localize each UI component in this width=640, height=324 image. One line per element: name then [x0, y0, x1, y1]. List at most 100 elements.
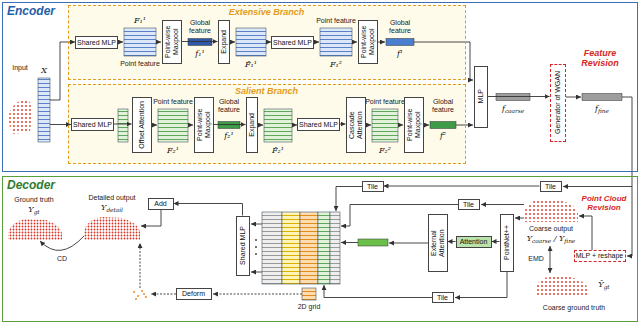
flow-arrow — [152, 125, 157, 126]
process-box: PointNet++ — [500, 214, 514, 272]
subscript: coarse — [505, 108, 524, 114]
math-symbol: f₁¹ — [195, 49, 204, 58]
feature-stack — [264, 109, 292, 142]
connector — [448, 241, 456, 242]
box-label: Expand — [220, 30, 228, 54]
box-label: Point-wise Maxpool — [196, 99, 211, 151]
connector — [384, 186, 540, 187]
math-symbol: ffine — [595, 104, 609, 113]
box-label: Shared MLP — [239, 226, 247, 265]
global-feature-bar — [496, 94, 530, 101]
subscript: fine — [564, 238, 575, 244]
dotted-arrow — [151, 294, 176, 295]
flow-arrow — [455, 272, 507, 298]
box-label: Tile — [545, 183, 556, 190]
section-title: Extensive Branch — [69, 7, 465, 17]
box-label: Shared MLP — [299, 121, 338, 128]
box-label: External Attention — [430, 216, 445, 270]
point-cloud — [8, 100, 588, 296]
subscript: coarse — [532, 238, 551, 244]
feature-stack — [302, 288, 316, 300]
section-title: Encoder — [7, 4, 633, 18]
connector — [182, 41, 218, 42]
connector — [214, 124, 246, 125]
subscript: detail — [106, 207, 123, 213]
global-feature-bar — [218, 122, 240, 129]
box-label: Point-wise Maxpool — [164, 22, 179, 62]
math-symbol: F₂¹ — [167, 146, 179, 155]
ellipsis-dots — [255, 239, 257, 255]
branch-box: Salient BranchShared MLPOffset Attention… — [68, 84, 466, 164]
feature-stack — [124, 28, 156, 56]
process-box: Point-wise Maxpool — [194, 97, 214, 153]
dotted-arrow — [140, 243, 302, 294]
feature-stack — [320, 28, 352, 56]
ellipsis-dots — [255, 239, 257, 241]
global-feature-bar — [188, 39, 622, 247]
flow-arrow — [389, 243, 428, 244]
box-label: Offset Attention — [138, 101, 146, 149]
feature-label: Global feature — [214, 98, 244, 114]
generator-box: Generator of WGAN — [550, 64, 566, 142]
feature-stack — [372, 109, 398, 142]
box-label: Tile — [437, 294, 448, 301]
tile-box: Tile — [432, 292, 454, 303]
math-symbol: Ygt — [28, 205, 39, 214]
flow-arrow — [336, 187, 362, 212]
flow-arrow — [378, 42, 385, 43]
add-box: Add — [148, 198, 174, 210]
feature-stack — [158, 109, 188, 142]
box-label: Shared MLP — [73, 121, 112, 128]
process-box: Shared MLP — [236, 216, 250, 276]
feature-label: Ground truth — [14, 196, 53, 204]
flow-arrow — [50, 42, 75, 100]
subscript: fine — [598, 108, 609, 114]
box-label: Shared MLP — [77, 39, 116, 46]
process-box: Expand — [218, 20, 230, 64]
math-symbol: fcoarse — [502, 104, 524, 113]
flow-arrow — [341, 242, 358, 243]
process-box: Offset Attention — [132, 97, 152, 153]
flow-arrow — [118, 42, 123, 43]
feature-label: Coarse ground truth — [543, 304, 605, 312]
feature-stack — [38, 78, 50, 142]
branch-box: Extensive BranchShared MLP Point-wise Max… — [68, 5, 466, 80]
deformed-points — [145, 296, 147, 298]
global-feature-bar — [430, 122, 456, 129]
section-title: Decoder — [7, 178, 633, 192]
flow-arrow — [314, 42, 319, 43]
connector — [174, 204, 243, 216]
flow-arrow — [366, 125, 371, 126]
process-box: External Attention — [428, 214, 448, 272]
process-box: Cascade Attention — [346, 97, 366, 153]
flow-arrow — [258, 125, 263, 126]
point-cloud — [536, 276, 588, 296]
process-box: Point-wise Maxpool — [404, 97, 424, 153]
deformed-points — [133, 291, 135, 293]
feature-stack — [300, 212, 318, 284]
global-feature-bar — [582, 94, 622, 101]
flow-arrow — [251, 272, 262, 273]
flow-arrow — [188, 125, 193, 126]
process-box: Shared MLP — [75, 36, 118, 49]
box-label: Tile — [367, 183, 378, 190]
process-box: MLP — [474, 66, 488, 128]
process-box: Shared MLP — [71, 118, 114, 131]
feature-label: Point feature — [316, 17, 356, 25]
feature-label: EMD — [528, 255, 544, 263]
flow-arrow — [566, 97, 581, 98]
process-box: Shared MLP — [271, 36, 314, 49]
point-cloud — [8, 219, 62, 240]
flow-arrow — [352, 42, 357, 43]
feature-label: Point feature — [153, 98, 193, 106]
box-label: MLP + reshape — [576, 252, 624, 259]
math-symbol: F₁¹ — [134, 16, 146, 25]
flow-arrow — [424, 125, 429, 126]
box-label: MLP — [477, 89, 485, 103]
box-label: Attention — [460, 238, 488, 245]
flow-arrow — [251, 224, 262, 225]
process-box: Expand — [246, 97, 258, 153]
flow-arrow — [563, 97, 632, 187]
point-cloud — [8, 100, 32, 134]
math-symbol: f₂¹ — [224, 131, 233, 140]
